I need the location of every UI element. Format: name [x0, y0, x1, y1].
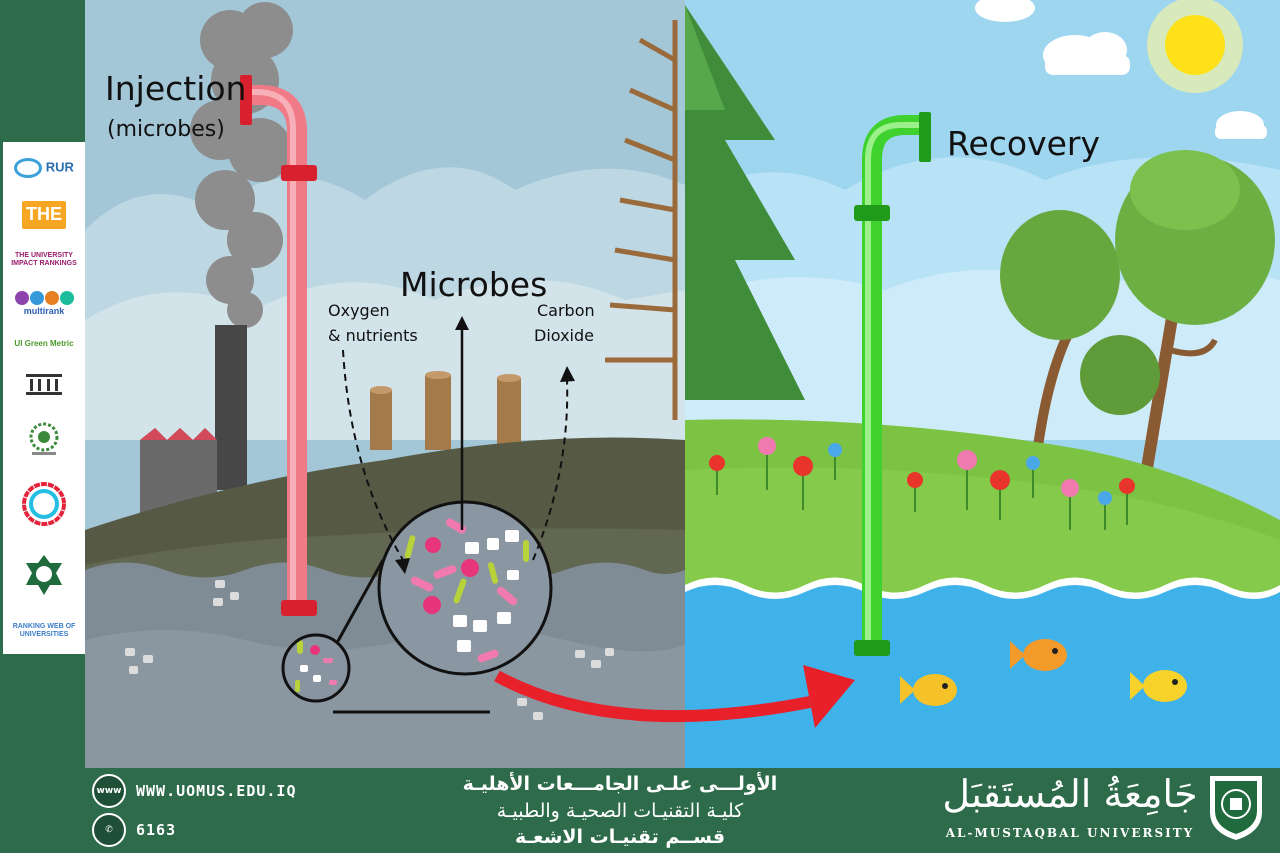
- carbon-label-line1: Carbon: [537, 301, 595, 320]
- university-name-arabic: جَامِعَةُ المُستَقبَل: [942, 772, 1198, 816]
- smoke: [190, 2, 293, 328]
- carbon-label-line2: Dioxide: [534, 326, 594, 345]
- pine-tree: [685, 5, 805, 400]
- multirank-logo: multirank: [8, 290, 80, 317]
- clean-side: [685, 0, 1280, 768]
- footer-college: كليـة التقنيـات الصحيـة والطبيـة: [496, 800, 744, 822]
- footer-department: قســم تقنيـات الاشعـة: [514, 826, 726, 848]
- website-contact[interactable]: www WWW.UOMUS.EDU.IQ: [92, 774, 297, 808]
- oxygen-label-line2: & nutrients: [328, 326, 418, 345]
- webometrics-logo: RANKING WEB OF UNIVERSITIES: [12, 622, 76, 638]
- oxygen-label-line1: Oxygen: [328, 301, 390, 320]
- sdg-logo: [8, 482, 80, 529]
- microbes-label: Microbes: [400, 265, 547, 304]
- tree-stumps: [370, 371, 521, 450]
- leafy-trees: [1000, 150, 1275, 481]
- the-impact-logo: THE UNIVERSITY IMPACT RANKINGS: [11, 252, 77, 267]
- phone-contact[interactable]: ✆ 6163: [92, 813, 176, 847]
- arab-engineers-logo: [8, 553, 80, 600]
- recovery-pipe: [854, 112, 931, 656]
- zoom-lines: [331, 559, 490, 714]
- ui-greenmetric-logo: UI Green Metric: [14, 338, 74, 348]
- injection-pipe: [240, 75, 317, 616]
- bioremediation-diagram: Injection (microbes) Microbes Oxygen & n…: [85, 0, 1280, 768]
- footer-slogan: الأولـــى علـى الجامـــعات الأهليـة: [462, 773, 778, 795]
- the-logo: THE: [8, 200, 80, 229]
- recovery-label: Recovery: [947, 124, 1100, 163]
- phone-icon: ✆: [92, 813, 126, 847]
- microbes-arrow: [455, 316, 469, 530]
- university-logo: [1210, 776, 1262, 840]
- arab-ranking-logo: [8, 422, 80, 459]
- flow-arrow: [494, 665, 855, 728]
- carbon-dioxide-arrow: [532, 366, 575, 561]
- website-link[interactable]: WWW.UOMUS.EDU.IQ: [136, 782, 297, 800]
- polluted-side: [85, 0, 685, 768]
- injection-sub-label: (microbes): [107, 117, 225, 142]
- rur-logo: RUR: [8, 157, 80, 178]
- rankings-sidebar: RUR THE THE UNIVERSITY IMPACT RANKINGS m…: [3, 142, 85, 654]
- injection-label: Injection: [105, 69, 246, 108]
- clouds: [975, 0, 1267, 139]
- large-microbe-circle: [377, 500, 553, 676]
- dead-tree: [605, 20, 678, 420]
- footer: [0, 768, 1280, 853]
- flowers: [709, 437, 1135, 530]
- oxygen-arrow: [342, 349, 410, 574]
- small-microbe-circle: [281, 633, 351, 703]
- globe-icon: www: [92, 774, 126, 808]
- phone-number[interactable]: 6163: [136, 821, 177, 839]
- university-name-english: AL-MUSTAQBAL UNIVERSITY: [945, 826, 1195, 840]
- fish-icon: [900, 639, 1187, 706]
- sun-icon: [1147, 0, 1243, 93]
- institution-logo: [8, 372, 80, 399]
